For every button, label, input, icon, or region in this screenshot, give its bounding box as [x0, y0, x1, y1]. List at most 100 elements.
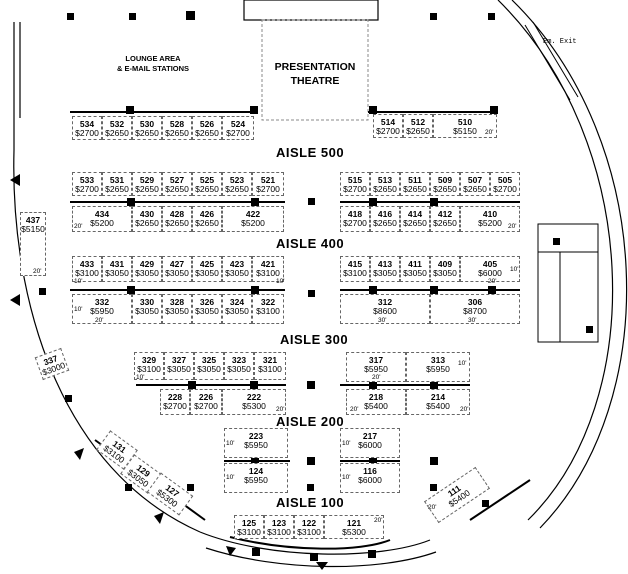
booth-513[interactable]: 513$2650	[370, 172, 400, 196]
booth-505[interactable]: 505$2700	[490, 172, 520, 196]
booth-426[interactable]: 426$2650	[192, 206, 222, 232]
booth-125[interactable]: 125$3100	[234, 515, 264, 539]
booth-price: $3050	[225, 306, 249, 316]
booth-122[interactable]: 122$3100	[294, 515, 324, 539]
booth-price: $2650	[195, 184, 219, 194]
booth-422[interactable]: 422$5200	[222, 206, 284, 232]
booth-223[interactable]: 223$5950	[224, 428, 288, 458]
theatre-area	[261, 19, 369, 121]
booth-329[interactable]: 329$3100	[134, 352, 164, 380]
booth-number: 433	[79, 259, 95, 269]
booth-421[interactable]: 421$3100	[252, 256, 284, 282]
booth-price: $2700	[343, 218, 367, 228]
booth-number: 222	[246, 392, 262, 402]
booth-330[interactable]: 330$3050	[132, 294, 162, 324]
booth-527[interactable]: 527$2650	[162, 172, 192, 196]
booth-431[interactable]: 431$3050	[102, 256, 132, 282]
booth-price: $5950	[90, 306, 114, 316]
booth-327[interactable]: 327$3050	[164, 352, 194, 380]
booth-price: $2650	[105, 184, 129, 194]
booth-509[interactable]: 509$2650	[430, 172, 460, 196]
booth-317[interactable]: 317$5950	[346, 352, 406, 382]
booth-price: $5200	[241, 218, 265, 228]
booth-409[interactable]: 409$3050	[430, 256, 460, 282]
booth-price: $3050	[135, 268, 159, 278]
booth-418[interactable]: 418$2700	[340, 206, 370, 232]
booth-425[interactable]: 425$3050	[192, 256, 222, 282]
booth-price: $3050	[195, 306, 219, 316]
booth-413[interactable]: 413$3050	[370, 256, 400, 282]
booth-532[interactable]: 532$2650	[102, 116, 132, 140]
booth-326[interactable]: 326$3050	[192, 294, 222, 324]
booth-405[interactable]: 405$6000	[460, 256, 520, 282]
booth-number: 531	[109, 175, 125, 185]
booth-510[interactable]: 510$5150	[433, 114, 497, 138]
booth-515[interactable]: 515$2700	[340, 172, 370, 196]
booth-number: 412	[437, 209, 453, 219]
booth-411[interactable]: 411$3050	[400, 256, 430, 282]
booth-512[interactable]: 512$2650	[403, 114, 433, 138]
booth-123[interactable]: 123$3100	[264, 515, 294, 539]
booth-price: $2650	[135, 128, 159, 138]
booth-430[interactable]: 430$2650	[132, 206, 162, 232]
booth-534[interactable]: 534$2700	[72, 116, 102, 140]
booth-427[interactable]: 427$3050	[162, 256, 192, 282]
booth-526[interactable]: 526$2650	[192, 116, 222, 140]
booth-321[interactable]: 321$3100	[254, 352, 286, 380]
booth-523[interactable]: 523$2650	[222, 172, 252, 196]
booth-529[interactable]: 529$2650	[132, 172, 162, 196]
booth-423[interactable]: 423$3050	[222, 256, 252, 282]
booth-number: 437	[25, 215, 41, 225]
booth-228[interactable]: 228$2700	[160, 389, 190, 415]
booth-214[interactable]: 214$5400	[406, 389, 470, 415]
booth-531[interactable]: 531$2650	[102, 172, 132, 196]
booth-226[interactable]: 226$2700	[190, 389, 222, 415]
booth-533[interactable]: 533$2700	[72, 172, 102, 196]
booth-number: 428	[169, 209, 185, 219]
booth-217[interactable]: 217$6000	[340, 428, 400, 458]
booth-528[interactable]: 528$2650	[162, 116, 192, 140]
booth-415[interactable]: 415$3100	[340, 256, 370, 282]
booth-437[interactable]: 437$5150	[20, 212, 46, 276]
booth-416[interactable]: 416$2650	[370, 206, 400, 232]
booth-521[interactable]: 521$2700	[252, 172, 284, 196]
aisle-400-label: AISLE 400	[276, 236, 345, 251]
booth-328[interactable]: 328$3050	[162, 294, 192, 324]
hall-wall-right	[497, 0, 614, 521]
booth-price: $2650	[433, 218, 457, 228]
booth-412[interactable]: 412$2650	[430, 206, 460, 232]
booth-121[interactable]: 121$5300	[324, 515, 384, 539]
booth-324[interactable]: 324$3050	[222, 294, 252, 324]
booth-number: 533	[79, 175, 95, 185]
booth-323[interactable]: 323$3050	[224, 352, 254, 380]
booth-number: 415	[347, 259, 363, 269]
booth-429[interactable]: 429$3050	[132, 256, 162, 282]
booth-332[interactable]: 332$5950	[72, 294, 132, 324]
booth-434[interactable]: 434$5200	[72, 206, 132, 232]
booth-322[interactable]: 322$3100	[252, 294, 284, 324]
booth-511[interactable]: 511$2650	[400, 172, 430, 196]
booth-222[interactable]: 222$5300	[222, 389, 286, 415]
booth-530[interactable]: 530$2650	[132, 116, 162, 140]
booth-325[interactable]: 325$3050	[194, 352, 224, 380]
booth-525[interactable]: 525$2650	[192, 172, 222, 196]
booth-514[interactable]: 514$2700	[373, 114, 403, 138]
booth-507[interactable]: 507$2650	[460, 172, 490, 196]
booth-116[interactable]: 116$6000	[340, 463, 400, 493]
booth-524[interactable]: 524$2700	[222, 116, 254, 140]
booth-428[interactable]: 428$2650	[162, 206, 192, 232]
booth-number: 322	[260, 297, 276, 307]
booth-414[interactable]: 414$2650	[400, 206, 430, 232]
booth-433[interactable]: 433$3100	[72, 256, 102, 282]
booth-number: 312	[377, 297, 393, 307]
booth-218[interactable]: 218$5400	[346, 389, 406, 415]
booth-410[interactable]: 410$5200	[460, 206, 520, 232]
booth-306[interactable]: 306$8700	[430, 294, 520, 324]
booth-312[interactable]: 312$8600	[340, 294, 430, 324]
booth-124[interactable]: 124$5950	[224, 463, 288, 493]
aisle-500-label: AISLE 500	[276, 145, 345, 160]
booth-price: $3100	[75, 268, 99, 278]
booth-313[interactable]: 313$5950	[406, 352, 470, 382]
booth-number: 410	[482, 209, 498, 219]
